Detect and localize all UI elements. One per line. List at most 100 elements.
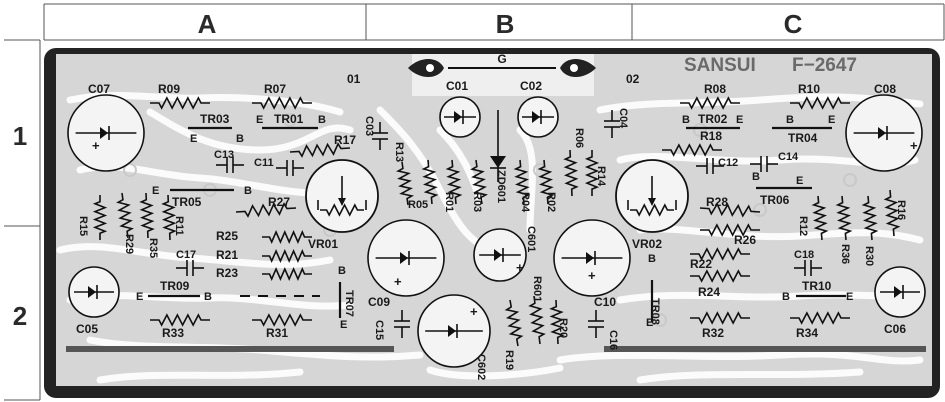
label-r35: R35 (147, 238, 159, 258)
resistor-r17 (289, 142, 351, 158)
electrolytic-capacitor-c07 (67, 94, 145, 172)
label-e-tr02: E (736, 114, 743, 126)
label-c06: C06 (884, 322, 906, 336)
label-tr01: TR01 (274, 112, 304, 126)
row-1-label: 1 (13, 121, 27, 151)
label-b-tr04: B (786, 114, 794, 126)
label-c05: C05 (76, 322, 98, 336)
label-r31: R31 (266, 326, 288, 340)
label-c601: C601 (525, 226, 537, 252)
resistor-r34 (790, 311, 850, 325)
label-c10: C10 (594, 295, 616, 309)
resistor-r07 (252, 96, 312, 110)
label-c14: C14 (778, 151, 799, 163)
capacitor-c12 (696, 158, 724, 174)
resistor-r10 (790, 96, 850, 110)
trimmer-vr01 (305, 159, 379, 233)
resistor-r08 (680, 96, 740, 110)
polarity-plus-0: + (92, 138, 100, 153)
label-tr03: TR03 (200, 112, 230, 126)
label-r601: R601 (531, 276, 543, 302)
label-r01: R01 (443, 192, 455, 212)
electrolytic-capacitor-c02 (517, 96, 559, 138)
label-tr10: TR10 (802, 279, 832, 293)
resistor-r31 (252, 313, 312, 327)
label-c17: C17 (176, 249, 196, 261)
label-r15: R15 (77, 216, 89, 236)
label-c602: C602 (475, 354, 487, 380)
label-b-tr07: B (338, 265, 346, 277)
resistor-r09 (150, 96, 210, 110)
label-r36: R36 (839, 244, 851, 264)
label-c08: C08 (874, 82, 896, 96)
label-b-tr05: B (244, 185, 252, 197)
polarity-plus-3: + (516, 260, 524, 275)
row-2-label: 2 (13, 301, 27, 331)
label-b-tr02: B (682, 114, 690, 126)
label-r02: R02 (545, 192, 557, 212)
resistor-r32 (690, 311, 750, 325)
capacitor-c17 (176, 260, 204, 276)
label-r26: R26 (734, 233, 756, 247)
resistor-r02 (537, 159, 555, 205)
resistor-r04 (513, 159, 531, 205)
label-r09: R09 (158, 82, 180, 96)
resistor-r13 (395, 161, 415, 206)
resistor-r25 (262, 230, 312, 244)
label-r04: R04 (519, 192, 531, 213)
column-b-label: B (496, 9, 515, 39)
capacitor-c14 (750, 156, 778, 172)
ground-lugs (408, 59, 596, 77)
resistor-r27 (235, 202, 297, 218)
label-c09: C09 (368, 295, 390, 309)
label-r07: R07 (264, 82, 286, 96)
label-r27: R27 (268, 195, 290, 209)
resistor-r29 (116, 192, 134, 239)
model-number: F−2647 (792, 55, 857, 76)
label-r24: R24 (698, 285, 720, 299)
label-c18: C18 (794, 249, 814, 261)
label-r34: R34 (796, 326, 818, 340)
label-c15: C15 (373, 320, 385, 340)
zener-diode-zd601 (490, 110, 506, 182)
label-e-tr10: E (846, 291, 853, 303)
polarity-plus-4: + (588, 268, 596, 283)
electrolytic-capacitor-c06 (874, 266, 926, 318)
capacitor-c13 (216, 157, 244, 173)
bus-bar-right (604, 346, 926, 352)
resistor-r05 (421, 159, 439, 205)
brand-label: SANSUI (684, 55, 756, 76)
bus-bar-left (66, 346, 394, 352)
resistor-r15 (92, 195, 108, 240)
polarity-plus-1: + (910, 138, 918, 153)
resistor-r28 (699, 202, 761, 218)
label-r06: R06 (573, 128, 585, 148)
column-a-label: A (198, 9, 217, 39)
label-tr02: TR02 (698, 112, 728, 126)
label-tr06: TR06 (760, 193, 790, 207)
label-e-tr05: E (152, 185, 159, 197)
label-c02: C02 (520, 79, 542, 93)
electrolytic-capacitor-c09-area (367, 219, 445, 297)
label-r20: R20 (557, 318, 569, 338)
resistor-r14 (584, 150, 600, 196)
capacitor-c11 (276, 160, 304, 176)
label-r16: R16 (895, 200, 907, 220)
label-c13: C13 (214, 149, 234, 161)
label-r03: R03 (471, 192, 483, 212)
label-e-tr06: E (796, 175, 803, 187)
resistor-r01 (445, 159, 463, 205)
label-e-tr01: E (256, 114, 263, 126)
electrolytic-capacitor-c10-area (553, 219, 631, 297)
label-r14: R14 (595, 166, 607, 187)
label-e-tr03: E (190, 133, 197, 145)
label-tr07: TR07 (343, 290, 355, 317)
capacitor-c03 (372, 122, 388, 150)
label-r17: R17 (334, 133, 356, 147)
label-r13: R13 (393, 142, 405, 162)
label-r33: R33 (162, 326, 184, 340)
polarity-plus-5: + (470, 304, 478, 319)
channel-right-label: 02 (626, 72, 640, 86)
